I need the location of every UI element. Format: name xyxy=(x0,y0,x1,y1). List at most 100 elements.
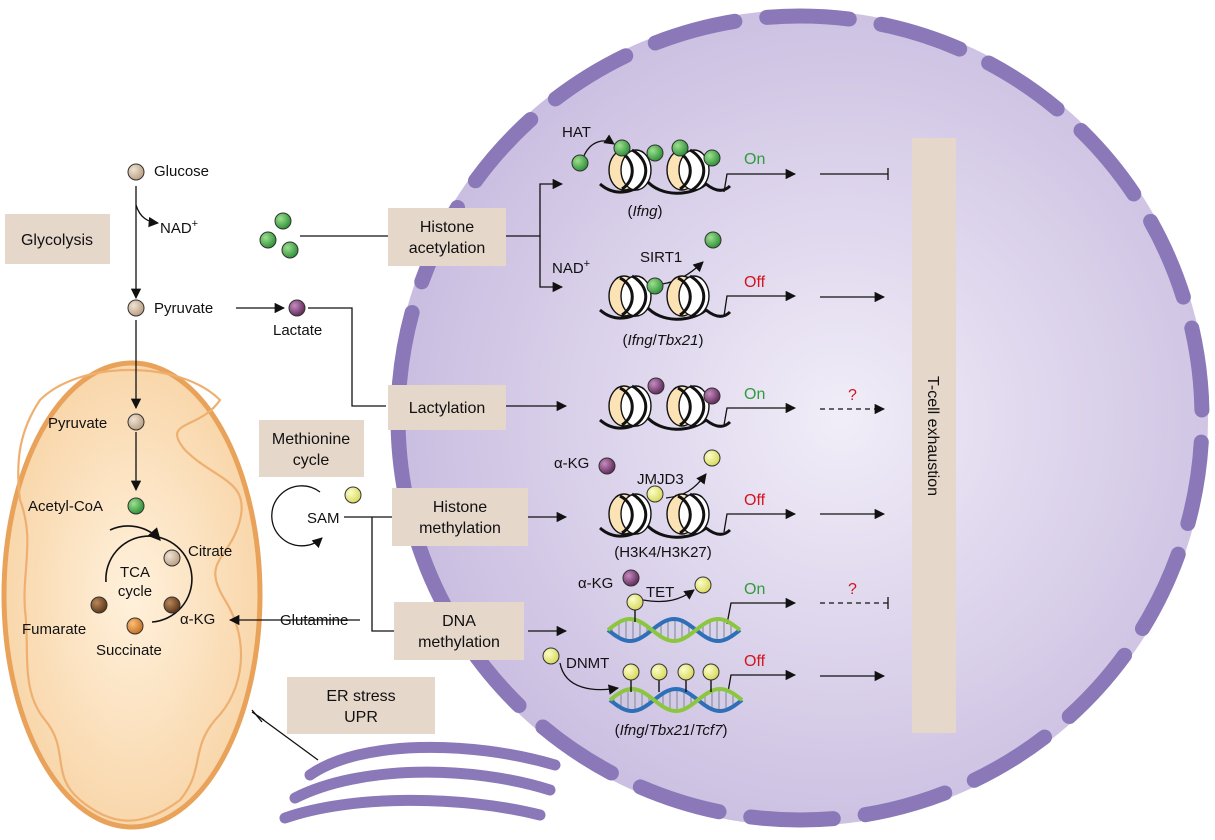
methyl-mark xyxy=(650,663,668,681)
dna-wrap xyxy=(631,492,648,536)
dna-helices xyxy=(606,616,744,714)
nuclear-pore-segment xyxy=(1184,320,1210,418)
nucleus xyxy=(390,8,1210,828)
released-methyl-dot xyxy=(703,449,721,467)
lactate-label: Lactate xyxy=(273,322,322,339)
dna-helix xyxy=(608,686,744,714)
acetyl-coa-dot xyxy=(127,497,145,515)
dna-helix xyxy=(606,616,742,644)
hat-label: HAT xyxy=(562,124,591,141)
er-membrane xyxy=(279,741,561,824)
nuclear-pore-segment xyxy=(857,785,953,823)
tca-label-1: TCA xyxy=(120,564,150,581)
dna-wrap xyxy=(631,148,648,192)
er-stress-box xyxy=(287,677,435,734)
status-off-3: Off xyxy=(744,653,766,670)
t-cell-exhaustion-box xyxy=(912,138,956,733)
tet-label: TET xyxy=(646,584,674,601)
metabolite-dots xyxy=(90,139,722,692)
nuclear-pore-segment xyxy=(632,779,727,820)
acetyl-dot xyxy=(259,231,277,249)
succinate-dot xyxy=(126,617,144,635)
hat-acetyl-dot xyxy=(571,154,589,172)
citrate-label: Citrate xyxy=(188,543,232,560)
mitochondrion xyxy=(1,360,263,830)
gene-label-ifng-tbx21-tcf7: (Ifng/Tbx21/Tcf7) xyxy=(615,722,728,739)
akg-dot xyxy=(163,596,181,614)
dna-strand xyxy=(599,303,732,321)
er-label-2: UPR xyxy=(344,709,378,726)
nuclear-pore-segment xyxy=(1073,123,1142,202)
methionine-label-2: cycle xyxy=(293,452,330,469)
acetyl-mark xyxy=(613,139,631,157)
dna-strand xyxy=(599,413,732,431)
akg-nucleus-label-2: α-KG xyxy=(578,575,613,592)
lactyl-mark xyxy=(647,377,665,395)
nucleosome-pair xyxy=(599,492,732,539)
mito-outer-membrane xyxy=(1,360,263,830)
dna-wrap xyxy=(631,384,648,428)
sam-methyl-dot xyxy=(344,486,362,504)
acetyl-mark xyxy=(703,149,721,167)
jmjd3-label: JMJD3 xyxy=(637,471,684,488)
nuclear-pore-segment xyxy=(535,719,619,781)
histone-acetylation-label-2: acetylation xyxy=(409,240,486,257)
status-off-1: Off xyxy=(744,274,766,291)
status-on-2: On xyxy=(744,386,765,403)
nuclear-pore-segment xyxy=(547,48,634,107)
connectors xyxy=(130,134,889,761)
dna-wrap xyxy=(689,148,706,192)
nuclear-pore-segment xyxy=(981,55,1065,117)
t-cell-exhaustion-label: T-cell exhaustion xyxy=(924,376,941,496)
dna-strand xyxy=(599,177,732,195)
methyl-mark xyxy=(702,663,720,681)
nucleosome-pair xyxy=(599,148,732,195)
released-methyl-dot xyxy=(694,576,712,594)
pyruvate-dot xyxy=(127,299,145,317)
unknown-mark-2: ? xyxy=(848,581,857,598)
released-acetyl-dot xyxy=(704,231,722,249)
dna-methylation-label-2: methylation xyxy=(418,634,500,651)
dna-wrap xyxy=(619,386,634,427)
citrate-dot xyxy=(163,549,181,567)
methyl-mark xyxy=(646,485,664,503)
dna-wrap xyxy=(677,386,692,427)
glutamine-label: Glutamine xyxy=(280,612,348,629)
nuclear-pore-segment xyxy=(1180,434,1209,532)
dnmt-methyl-dot xyxy=(542,647,560,665)
gene-label-ifng: (Ifng) xyxy=(627,203,662,220)
histone-acetylation-box xyxy=(388,208,506,266)
dna-wrap xyxy=(689,492,706,536)
pyruvate-label: Pyruvate xyxy=(154,300,213,317)
methionine-label-1: Methionine xyxy=(272,431,350,448)
nad-label: NAD+ xyxy=(160,218,198,237)
sam-label: SAM xyxy=(307,510,340,527)
nuclear-pore-segment xyxy=(647,13,743,51)
tca-label-2: cycle xyxy=(118,583,152,600)
acetyl-mark xyxy=(646,144,664,162)
methionine-cycle-box xyxy=(259,420,364,477)
fumarate-dot xyxy=(90,596,108,614)
dna-wrap xyxy=(677,276,692,317)
mito-pyruvate-dot xyxy=(127,413,145,431)
gene-label-ifng-tbx21: (Ifng/Tbx21) xyxy=(623,332,704,349)
lactyl-mark xyxy=(703,387,721,405)
histone-methylation-box xyxy=(392,488,528,546)
nuclear-pore-segment xyxy=(743,809,841,828)
succinate-label: Succinate xyxy=(96,642,162,659)
nad-nucleus-label: NAD+ xyxy=(552,258,590,277)
dna-strand xyxy=(599,521,732,539)
dna-wrap xyxy=(619,494,634,535)
unknown-mark-1: ? xyxy=(848,387,857,404)
dna-wrap xyxy=(689,384,706,428)
dna-methylation-label-1: DNA xyxy=(442,613,476,630)
nuclear-pore-segment xyxy=(873,16,968,57)
glycolysis-label: Glycolysis xyxy=(21,232,93,249)
akg-label: α-KG xyxy=(180,611,215,628)
dna-backbone xyxy=(608,686,744,714)
mito-pyruvate-label: Pyruvate xyxy=(48,415,107,432)
process-boxes xyxy=(5,138,956,734)
nuclear-pore-segment xyxy=(1143,213,1191,305)
